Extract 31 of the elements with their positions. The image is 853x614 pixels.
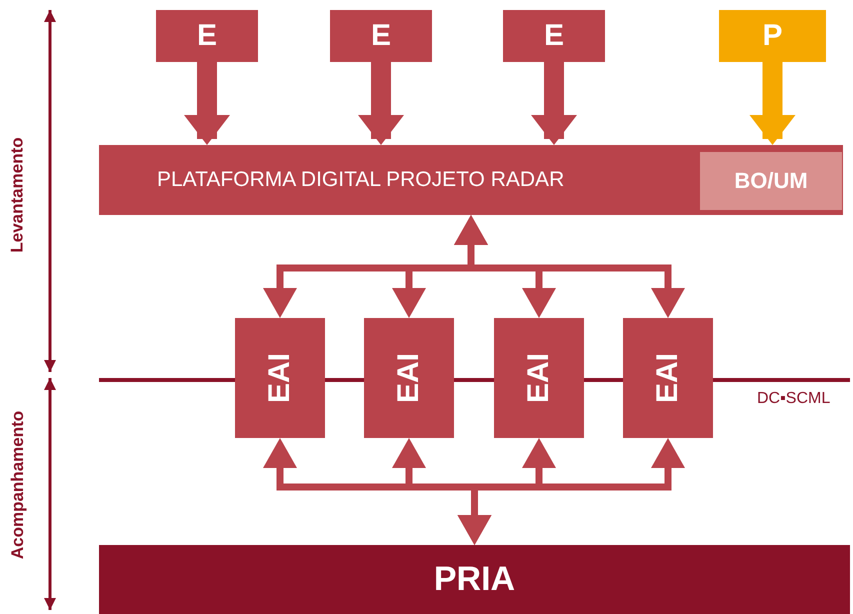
node-label: BO/UM: [734, 168, 808, 194]
node-label: PLATAFORMA DIGITAL PROJETO RADAR: [157, 168, 564, 192]
process-box: [494, 318, 584, 438]
arrow: [184, 62, 230, 145]
node-label: PRIA: [434, 560, 516, 599]
process-box: [623, 318, 713, 438]
arrow: [458, 438, 685, 545]
node-label: P: [762, 19, 782, 53]
process-box: [503, 10, 605, 62]
node-label: EAI: [392, 353, 426, 403]
node-label: E: [370, 19, 391, 53]
process-box: [330, 10, 432, 62]
process-box: [99, 545, 850, 614]
arrow: [750, 62, 796, 145]
node-label: E: [196, 19, 217, 53]
arrow: [454, 215, 685, 318]
section-label: Acompanhamento: [8, 410, 28, 560]
process-box: [719, 10, 826, 62]
process-box: [235, 318, 325, 438]
node-label: EAI: [522, 353, 556, 403]
node-label: EAI: [263, 353, 297, 403]
process-box: [156, 10, 258, 62]
note-label: DC▪SCML: [757, 390, 830, 408]
process-box: [99, 145, 843, 215]
node-label: EAI: [651, 353, 685, 403]
process-box: [364, 318, 454, 438]
section-label: Levantamento: [8, 137, 28, 253]
arrow: [358, 62, 404, 145]
node-label: E: [544, 19, 564, 53]
inner-box: [700, 152, 842, 210]
arrow: [531, 62, 577, 145]
